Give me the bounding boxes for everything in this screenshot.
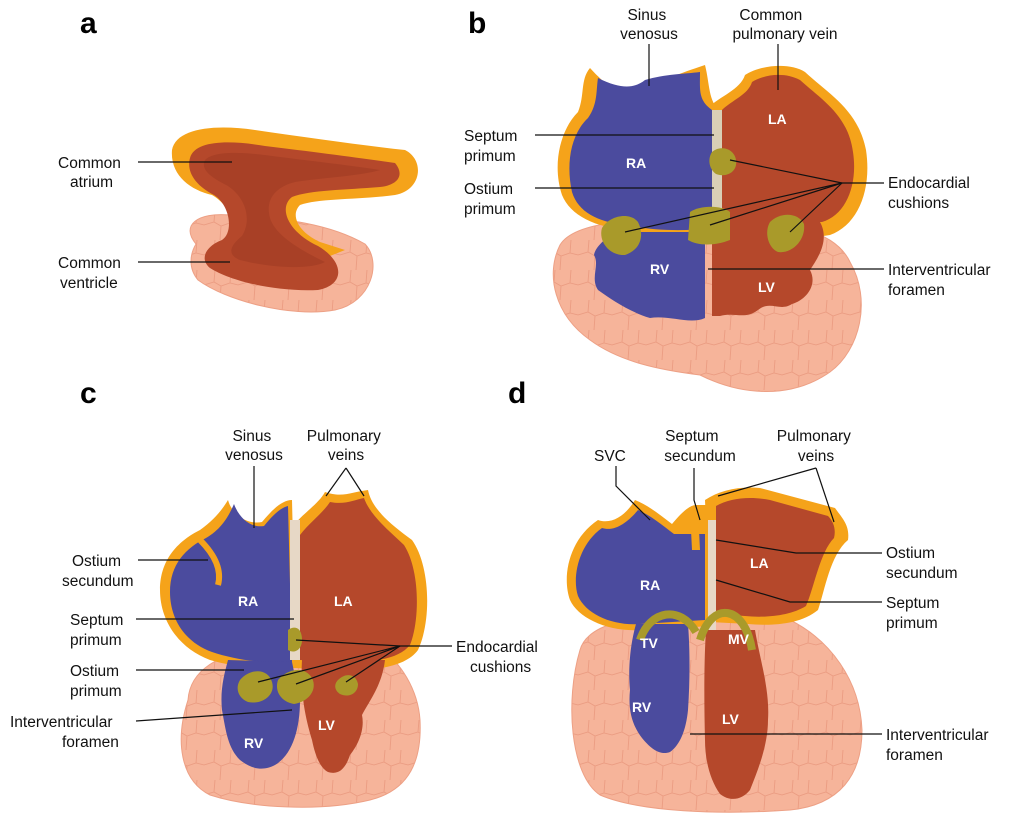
label-septum-secundum-d: Septum secundum bbox=[664, 428, 736, 465]
endocardial-cushion-b2 bbox=[688, 207, 730, 245]
la-label-c: LA bbox=[334, 593, 353, 609]
label-septum-primum-b: Septum primum bbox=[464, 128, 522, 165]
mv-label-d: MV bbox=[728, 631, 750, 647]
lv-label-c: LV bbox=[318, 717, 336, 733]
label-ostium-secundum-d: Ostium secundum bbox=[886, 545, 958, 582]
label-septum-primum-c: Septum primum bbox=[70, 612, 128, 649]
ra-label-d: RA bbox=[640, 577, 660, 593]
panel-b: b RA LA RV LV Sinus venosus Common bbox=[464, 7, 995, 392]
la-label-b: LA bbox=[768, 111, 787, 127]
label-endocardial-cushions-b: Endocardial cushions bbox=[888, 175, 974, 212]
panel-d-letter: d bbox=[508, 377, 526, 410]
label-svc-d: SVC bbox=[594, 448, 626, 465]
lv-label-d: LV bbox=[722, 711, 740, 727]
rv-label-d: RV bbox=[632, 699, 652, 715]
ra-label-c: RA bbox=[238, 593, 258, 609]
label-ostium-primum-c: Ostium primum bbox=[70, 663, 123, 700]
panel-b-letter: b bbox=[468, 7, 486, 40]
label-endocardial-cushions-c: Endocardial cushions bbox=[456, 639, 542, 676]
label-pulmonary-veins-d: Pulmonary veins bbox=[777, 428, 855, 465]
label-sinus-venosus-b: Sinus venosus bbox=[620, 7, 678, 43]
label-ostium-secundum-c: Ostium secundum bbox=[62, 553, 134, 590]
panel-a-letter: a bbox=[80, 7, 97, 40]
label-common-pulmonary-vein-b: Common pulmonary vein bbox=[732, 7, 837, 43]
label-sinus-venosus-c: Sinus venosus bbox=[225, 428, 283, 464]
ra-label-b: RA bbox=[626, 155, 646, 171]
rv-label-c: RV bbox=[244, 735, 264, 751]
left-atrium-c bbox=[300, 498, 417, 662]
panel-d: d RA LA TV MV RV LV SVC Septum secundum bbox=[508, 377, 993, 812]
label-common-ventricle: Common ventricle bbox=[58, 255, 125, 292]
panel-c-letter: c bbox=[80, 377, 97, 410]
panel-c: c RA LA RV LV Sinus venosus Pulmonary bbox=[10, 377, 542, 807]
label-pulmonary-veins-c: Pulmonary veins bbox=[307, 428, 385, 464]
rv-label-b: RV bbox=[650, 261, 670, 277]
label-ostium-primum-b: Ostium primum bbox=[464, 181, 517, 218]
label-interventricular-foramen-d: Interventricular foramen bbox=[886, 727, 993, 764]
panel-a: a Common atrium Common ventricle bbox=[58, 7, 418, 312]
la-label-d: LA bbox=[750, 555, 769, 571]
tv-label-d: TV bbox=[640, 635, 659, 651]
label-interventricular-foramen-c: Interventricular foramen bbox=[10, 714, 119, 751]
label-interventricular-foramen-b: Interventricular foramen bbox=[888, 262, 995, 299]
label-common-atrium: Common atrium bbox=[58, 155, 125, 191]
label-septum-primum-d: Septum primum bbox=[886, 595, 944, 632]
lv-label-b: LV bbox=[758, 279, 776, 295]
